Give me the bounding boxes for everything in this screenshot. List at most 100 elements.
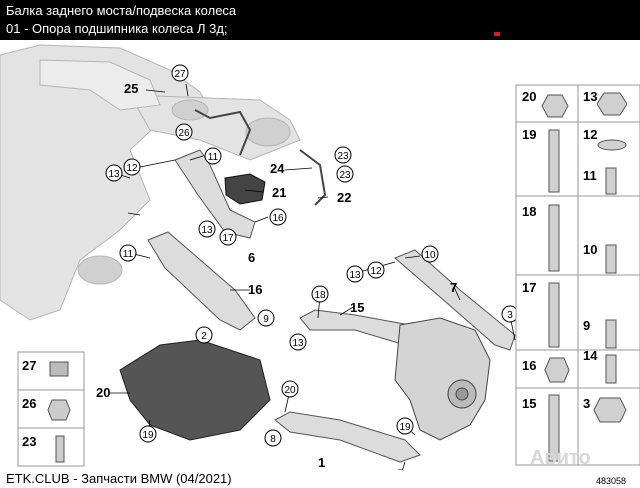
red-marker [494,32,500,36]
nut-16 [544,357,570,383]
svg-text:18: 18 [314,290,326,301]
nut-20 [541,94,569,118]
clip-27 [49,361,69,377]
svg-text:27: 27 [174,69,186,80]
svg-text:2: 2 [201,331,207,342]
sensor-cable [194,109,327,206]
svg-text:16: 16 [272,213,284,224]
callout-13d: 2 [195,326,213,344]
label-8: 1 [318,455,325,470]
svg-text:17: 17 [222,233,234,244]
bolt-14 [605,354,617,384]
svg-text:12: 12 [583,127,597,142]
callout-18: 9 [257,309,275,327]
washer-12 [597,139,627,151]
callout-19a: 8 [264,429,282,447]
diagram-subtitle: 01 - Опора подшипника колеса Л 3д; [6,21,228,36]
svg-text:11: 11 [208,152,219,163]
callout-13c: 13 [346,265,364,283]
circled-callouts: 27 26 12 11 13 23 23 16 13 17 11 10 13 1… [105,64,519,470]
callout-20b: 19 [396,417,414,435]
svg-text:13: 13 [292,338,304,349]
bolt-15 [548,394,560,462]
callout-11: 11 [204,147,222,165]
svg-text:12: 12 [126,163,138,174]
parts-panel: 20 13 19 12 11 18 10 17 9 16 14 15 3 [515,84,640,466]
callout-15: 13 [289,333,307,351]
svg-text:23: 23 [22,434,36,449]
svg-text:26: 26 [22,396,36,411]
svg-text:9: 9 [583,318,590,333]
bracket-21 [224,173,266,205]
svg-text:3: 3 [507,310,513,321]
rear-axle-subframe [0,44,301,321]
callout-27: 27 [171,64,189,82]
svg-text:20: 20 [284,385,296,396]
svg-text:16: 16 [522,358,536,373]
svg-text:15: 15 [522,396,536,411]
svg-text:8: 8 [270,434,276,445]
nut-26 [47,399,71,421]
callout-20a: 20 [281,380,299,398]
image-number: 483058 [596,476,627,486]
nut-13 [596,92,628,116]
svg-text:11: 11 [123,249,134,260]
arm-5 [147,231,256,331]
label-4: 7 [450,280,457,295]
svg-text:26: 26 [178,128,190,139]
plain-labels: 25 21 22 24 6 7 16 15 20 1 [96,81,457,470]
label-2: 20 [96,385,110,400]
watermark: Авито [530,447,591,469]
svg-text:10: 10 [583,242,597,257]
footer-source: ETK.CLUB - Запчасти BMW (04/2021) [6,471,232,486]
svg-text:13: 13 [201,225,213,236]
svg-text:12: 12 [370,266,382,277]
label-25: 25 [124,81,138,96]
svg-text:13: 13 [108,169,120,180]
diagram-title: Балка заднего моста/подвеска колеса [6,3,237,18]
svg-text:23: 23 [337,151,349,162]
label-24: 24 [270,161,285,176]
bolt-10 [605,244,617,274]
svg-text:27: 27 [22,358,36,373]
nut-3 [593,397,627,423]
parts-diagram: 25 21 22 24 6 7 16 15 20 1 27 26 12 11 1… [0,44,640,470]
bolt-19 [548,129,560,193]
svg-text:9: 9 [263,314,269,325]
label-21: 21 [272,185,286,200]
svg-text:10: 10 [424,250,436,261]
svg-text:19: 19 [142,430,154,441]
callout-12: 12 [123,158,141,176]
callout-23b: 23 [336,165,354,183]
svg-text:19: 19 [399,422,411,433]
svg-text:20: 20 [522,89,536,104]
underbody-shield [119,339,271,441]
callout-13: 13 [105,164,123,182]
svg-text:14: 14 [583,348,598,363]
label-5: 16 [248,282,262,297]
label-6: 6 [248,250,255,265]
callout-13b: 13 [198,220,216,238]
bolt-9 [605,319,617,349]
label-7: 15 [350,300,364,315]
small-parts-box: 27 26 23 [17,351,85,467]
svg-text:13: 13 [349,270,361,281]
callout-11b: 11 [119,244,137,262]
callout-16a: 16 [269,208,287,226]
svg-text:11: 11 [583,168,597,183]
bolt-11 [605,167,617,195]
callout-12b: 12 [367,261,385,279]
wheel-carrier [394,317,491,441]
svg-text:17: 17 [522,280,536,295]
callout-17: 17 [219,228,237,246]
control-arms [147,149,516,463]
svg-text:19: 19 [522,127,536,142]
callout-16b: 18 [311,285,329,303]
screw-23 [55,435,65,463]
callout-3: 19 [139,425,157,443]
header-bar: Балка заднего моста/подвеска колеса 01 -… [0,0,640,40]
svg-text:13: 13 [583,89,597,104]
callout-26: 26 [175,123,193,141]
bolt-18 [548,204,560,272]
svg-text:3: 3 [583,396,590,411]
